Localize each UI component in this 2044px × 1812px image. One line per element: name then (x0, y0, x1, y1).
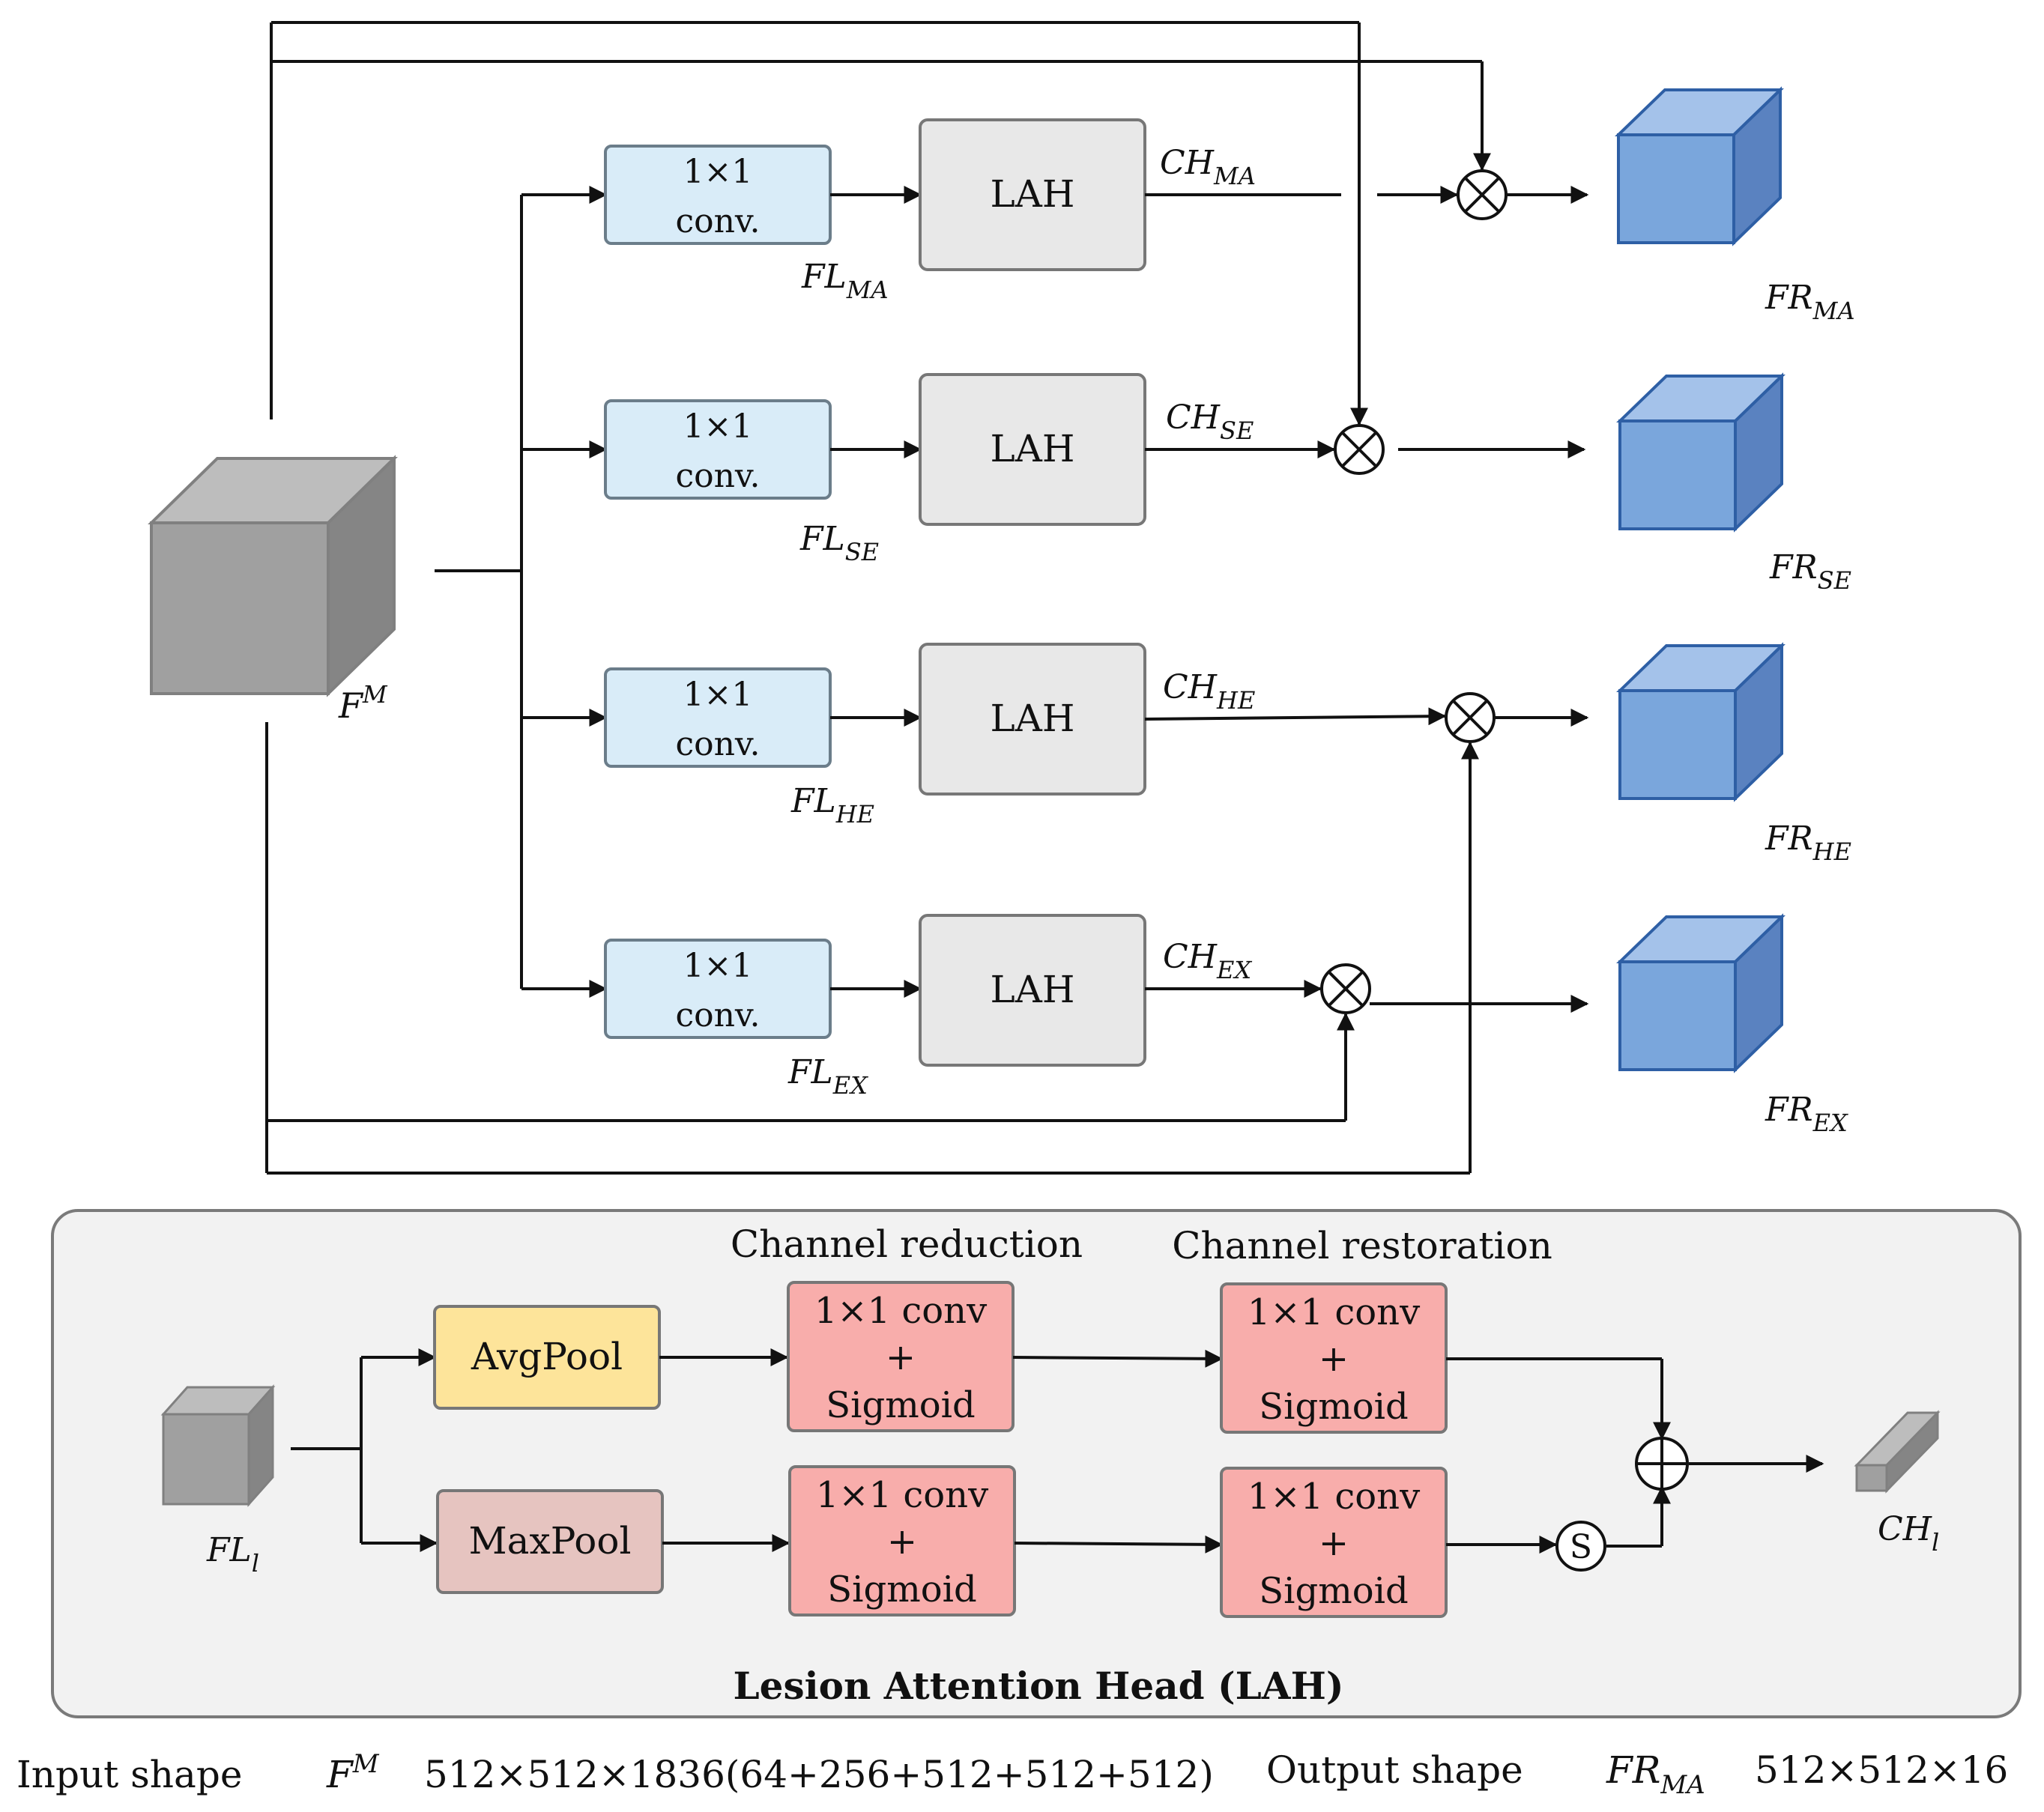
svg-text:Sigmoid: Sigmoid (827, 1569, 976, 1611)
output-shape-value: 512×512×16 (1755, 1748, 2008, 1792)
output-cube-ex (1616, 913, 1786, 1073)
avgpool-label: AvgPool (471, 1335, 623, 1378)
svg-text:Sigmoid: Sigmoid (826, 1384, 975, 1426)
input-feature-cube (148, 455, 398, 697)
fr-label-se: FRSE (1769, 548, 1851, 595)
channel-reduction-label: Channel reduction (731, 1222, 1083, 1266)
input-shape-symbol: FM (326, 1749, 380, 1796)
fl-label-ex: FLEX (787, 1053, 868, 1100)
output-shape-title: Output shape (1266, 1748, 1523, 1792)
fl-label-ma: FLMA (801, 258, 889, 304)
fl-label-he: FLHE (790, 782, 874, 828)
lah-output-label: CHl (1878, 1510, 1939, 1557)
ch-label-ex: CHEX (1163, 938, 1252, 984)
sigmoid-s-icon: S (1555, 1521, 1606, 1572)
plus-icon (1635, 1437, 1689, 1491)
branch-se: 1×1 conv. LAH FLSE CHSE (604, 373, 1586, 566)
reduction-block-top: 1×1 conv + Sigmoid (787, 1281, 1015, 1432)
branch-ex: 1×1 conv. LAH FLEX CHEX (604, 914, 1589, 1100)
multiply-icon (1320, 963, 1371, 1014)
branch-he: 1×1 conv. LAH FLHE CHHE (604, 643, 1589, 828)
channel-restoration-label: Channel restoration (1172, 1224, 1552, 1267)
svg-text:1×1 conv: 1×1 conv (1248, 1476, 1420, 1518)
fr-label-he: FRHE (1765, 819, 1851, 866)
conv-label: 1×1 (683, 407, 753, 446)
output-cube-ma (1615, 86, 1784, 246)
conv-label: 1×1 (683, 947, 753, 985)
maxpool-label: MaxPool (468, 1519, 631, 1563)
lah-output-bar (1854, 1410, 1941, 1494)
branch-connectors (435, 186, 608, 998)
lah-label: LAH (991, 697, 1075, 740)
fr-label-ma: FRMA (1765, 279, 1855, 325)
svg-text:Sigmoid: Sigmoid (1259, 1570, 1408, 1612)
multiply-icon (1445, 692, 1496, 743)
lah-merge-connectors (1446, 1357, 1824, 1554)
multiply-icon (1457, 169, 1508, 220)
branch-ma: 1×1 conv. LAH FLMA CHMA (604, 118, 1589, 304)
output-cube-se (1616, 372, 1786, 533)
svg-text:+: + (1319, 1522, 1349, 1564)
conv-label: conv. (675, 202, 760, 240)
lah-label: LAH (991, 172, 1075, 216)
lah-label: LAH (991, 968, 1075, 1011)
svg-text:+: + (1319, 1338, 1349, 1380)
lah-panel-title: Lesion Attention Head (LAH) (733, 1664, 1343, 1708)
restoration-block-bottom: 1×1 conv + Sigmoid (1220, 1467, 1448, 1618)
restoration-block-top: 1×1 conv + Sigmoid (1220, 1282, 1448, 1434)
svg-text:1×1 conv: 1×1 conv (816, 1474, 988, 1516)
ch-label-se: CHSE (1166, 399, 1254, 445)
fl-label-se: FLSE (799, 520, 879, 566)
svg-text:Sigmoid: Sigmoid (1259, 1386, 1408, 1428)
conv-label: 1×1 (683, 153, 753, 191)
output-shape-symbol: FRMA (1606, 1748, 1705, 1800)
svg-text:S: S (1570, 1528, 1592, 1566)
ch-label-he: CHHE (1163, 668, 1255, 715)
lah-input-label: FLl (206, 1531, 259, 1578)
output-cube-he (1616, 642, 1786, 802)
svg-text:+: + (887, 1521, 917, 1563)
multiply-icon (1334, 424, 1385, 475)
fr-label-ex: FREX (1765, 1091, 1848, 1137)
input-cube-label: FM (338, 680, 388, 726)
conv-label: conv. (675, 457, 760, 495)
svg-text:1×1 conv: 1×1 conv (814, 1290, 987, 1332)
svg-text:+: + (886, 1336, 916, 1378)
skip-connections (265, 21, 1491, 1175)
lah-label: LAH (991, 427, 1075, 470)
lah-split-connectors (291, 1348, 438, 1552)
svg-text:1×1 conv: 1×1 conv (1248, 1291, 1420, 1333)
conv-label: 1×1 (683, 676, 753, 714)
lah-input-cube (160, 1384, 276, 1507)
conv-label: conv. (675, 996, 760, 1034)
conv-label: conv. (675, 725, 760, 763)
input-shape-value: 512×512×1836(64+256+512+512+512) (424, 1753, 1214, 1796)
input-shape-title: Input shape (16, 1753, 242, 1796)
reduction-block-bottom: 1×1 conv + Sigmoid (788, 1465, 1016, 1616)
ch-label-ma: CHMA (1160, 144, 1256, 190)
